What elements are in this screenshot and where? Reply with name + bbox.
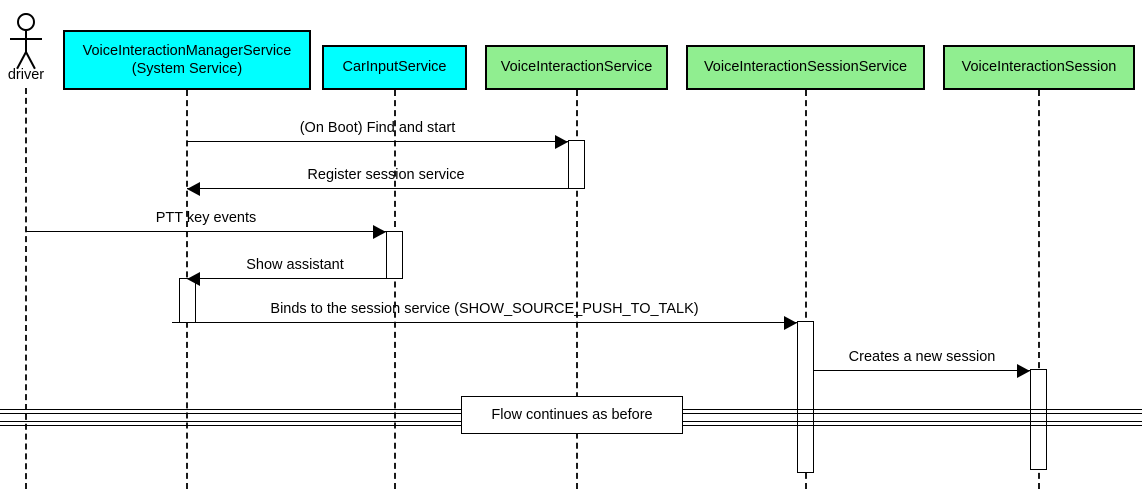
activation-bar-vsess	[1030, 369, 1047, 470]
actor-label: driver	[7, 67, 45, 83]
lifeline-vis	[575, 90, 578, 489]
actor-arms-icon	[10, 38, 42, 40]
participant-label-line2-vims: (System Service)	[131, 61, 243, 77]
message-arrowhead-m6	[1017, 364, 1030, 378]
message-arrowhead-m2	[187, 182, 200, 196]
participant-label-cis: CarInputService	[342, 59, 447, 76]
message-arrowhead-m3	[373, 225, 386, 239]
participant-label-line1-vims: VoiceInteractionManagerService	[82, 42, 292, 59]
lifeline-driver	[25, 88, 27, 489]
message-line-m6[interactable]	[814, 370, 1030, 371]
participant-label-vsess: VoiceInteractionSession	[961, 59, 1117, 76]
message-line-m4[interactable]	[187, 278, 403, 279]
message-arrowhead-m4	[187, 272, 200, 286]
participant-box-vis[interactable]: VoiceInteractionService	[485, 45, 668, 90]
participant-box-vsess_svc[interactable]: VoiceInteractionSessionService	[686, 45, 925, 90]
participant-box-cis[interactable]: CarInputService	[322, 45, 467, 90]
message-arrowhead-m5	[784, 316, 797, 330]
message-label-m1: (On Boot) Find and start	[299, 120, 456, 136]
participant-label-vims: VoiceInteractionManagerService (System Se…	[83, 42, 292, 78]
lifeline-vsess	[1038, 90, 1040, 489]
lifeline-cis	[393, 90, 396, 489]
message-line-m1[interactable]	[187, 141, 568, 142]
message-line-m2[interactable]	[187, 188, 585, 189]
message-label-m5: Binds to the session service (SHOW_SOURC…	[270, 301, 699, 317]
message-label-m4: Show assistant	[246, 257, 344, 273]
divider-note-label: Flow continues as before	[491, 407, 653, 423]
participant-label-vsess_svc: VoiceInteractionSessionService	[703, 59, 908, 76]
participant-label-vis: VoiceInteractionService	[500, 59, 653, 76]
message-line-m5[interactable]	[172, 322, 797, 323]
lifeline-vsess_svc	[804, 90, 807, 489]
message-label-m2: Register session service	[307, 167, 465, 183]
activation-bar-vsess_svc	[797, 321, 814, 473]
divider-note-box[interactable]: Flow continues as before	[461, 396, 683, 434]
participant-box-vims[interactable]: VoiceInteractionManagerService (System Se…	[63, 30, 311, 90]
actor-head-icon	[17, 13, 35, 31]
message-arrowhead-m1	[555, 135, 568, 149]
message-label-m3: PTT key events	[155, 210, 257, 226]
participant-box-vsess[interactable]: VoiceInteractionSession	[943, 45, 1135, 90]
message-label-m6: Creates a new session	[848, 349, 996, 365]
message-line-m3[interactable]	[26, 231, 386, 232]
actor-body-icon	[25, 31, 27, 53]
